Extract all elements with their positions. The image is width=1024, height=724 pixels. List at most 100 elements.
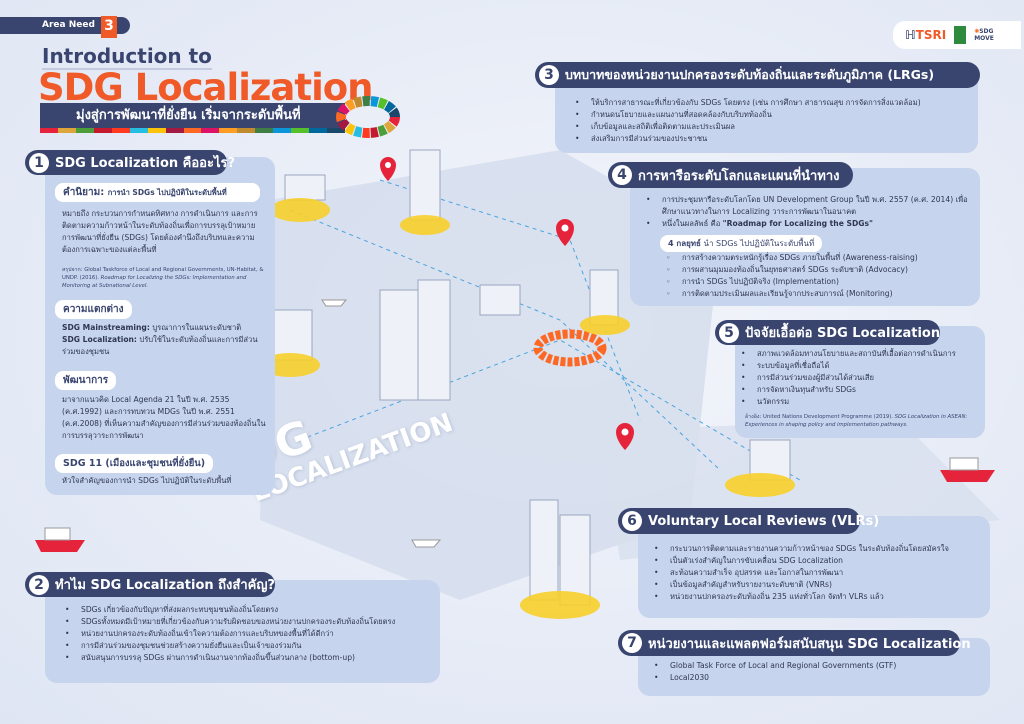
partner-logos: ℍTSRI ✺SDG MOVE [893, 21, 1021, 49]
intro-heading: Introduction to [42, 44, 212, 70]
definition-reference: สรุปจาก: Global Taskforce of Local and R… [62, 266, 267, 290]
development-label: พัฒนาการ [55, 371, 117, 390]
sdg11-label: SDG 11 (เมืองและชุมชนที่ยั่งยืน) [55, 454, 214, 473]
section-1-title: SDG Localization คืออะไร? [55, 156, 236, 171]
list-item: หนึ่งในผลลัพธ์ คือ "Roadmap for Localizi… [640, 218, 975, 230]
area-need-badge: Area Need 3 [0, 16, 130, 38]
map-pin-icon [556, 219, 574, 246]
stripe-segment [129, 128, 148, 133]
section-2-title: ทำไม SDG Localization ถึงสำคัญ? [55, 578, 275, 593]
list-item: เป็นตัวเร่งสำคัญในการขับเคลื่อน SDG Loca… [648, 555, 990, 567]
difference-text: SDG Mainstreaming: บูรณาการในแผนระดับชาต… [62, 322, 267, 358]
building-icon [261, 149, 791, 606]
list-item: SDGsทั้งหมดมีเป้าหมายที่เกี่ยวข้องกับควา… [59, 616, 440, 628]
sdg11-text: หัวใจสำคัญของการนำ SDGs ไปปฏิบัติในระดับ… [62, 476, 232, 485]
list-item: การจัดหาเงินทุนสำหรับ SDGs [735, 384, 985, 396]
section-number: 1 [29, 152, 49, 173]
localization-term: SDG Localization: [62, 335, 137, 344]
section-7-list: Global Task Force of Local and Regional … [648, 660, 990, 684]
area-need-number: 3 [101, 16, 118, 38]
difference-label: ความแตกต่าง [55, 300, 132, 319]
section-5-list: สภาพแวดล้อมทางนโยบายและสถาบันที่เอื้อต่อ… [735, 348, 985, 408]
list-item: กระบวนการติดตามและรายงานความก้าวหน้าของ … [648, 543, 990, 555]
definition-label-text: คำนิยาม: [63, 187, 105, 198]
ref-prefix: อ้างอิง: United Nations Development Prog… [745, 414, 895, 420]
sdg-wheel-icon [336, 96, 400, 138]
section-4-list: การประชุมหารือระดับโลกโดย UN Development… [640, 194, 975, 230]
list-item: การสร้างความตระหนักรู้เรื่อง SDGs ภายในพ… [660, 252, 918, 264]
section-5-title: ปัจจัยเอื้อต่อ SDG Localization [745, 326, 941, 341]
stripe-segment [165, 128, 184, 133]
stripe-segment [309, 128, 327, 133]
sdg-wheel-segment [336, 96, 400, 138]
section-6-list: กระบวนการติดตามและรายงานความก้าวหน้าของ … [648, 543, 990, 603]
page-title: SDG Localization [38, 66, 374, 109]
section-1-header: 1 SDG Localization คืออะไร? [25, 150, 235, 175]
list-item: ส่งเสริมการมีส่วนร่วมของประชาชน [569, 133, 978, 145]
section-number: 3 [539, 65, 559, 85]
page-subtitle: มุ่งสู่การพัฒนาที่ยั่งยืน เริ่มจากระดับพ… [40, 103, 345, 128]
mainstreaming-text: บูรณาการในแผนระดับชาติ [149, 323, 242, 332]
sdg-wheel-segment [336, 96, 400, 138]
map-pin-icon [616, 423, 634, 450]
stripe-segment [273, 128, 292, 133]
sdg-move-logo-text: SDG MOVE [974, 28, 994, 42]
section-number: 7 [622, 633, 642, 653]
tsri-logo: ℍTSRI [905, 28, 947, 42]
section-5-reference: อ้างอิง: United Nations Development Prog… [745, 413, 980, 429]
tsri-logo-text: TSRI [915, 28, 947, 42]
list-item: ระบบข้อมูลที่เชื่อถือได้ [735, 360, 985, 372]
definition-label: คำนิยาม: การนำ SDGs ไปปฏิบัติในระดับพื้น… [55, 183, 260, 202]
ref-title: SDG Localization in ASEAN: Experiences i… [745, 414, 968, 428]
section-1-panel [45, 157, 275, 495]
stripe-segment [40, 128, 58, 133]
development-text: มาจากแนวคิด Local Agenda 21 ในปี พ.ศ. 25… [62, 395, 266, 440]
list-item: สะท้อนความสำเร็จ อุปสรรค และโอกาสในการพั… [648, 567, 990, 579]
partner-logo-icon [954, 26, 967, 44]
section-3-list: ให้บริการสาธารณะที่เกี่ยวข้องกับ SDGs โด… [569, 97, 978, 145]
stripe-segment [147, 128, 166, 133]
boat-icon [321, 299, 348, 307]
list-item: การติดตามประเมินผลและเรียนรู้จากประสบการ… [660, 288, 918, 300]
item-prefix: หนึ่งในผลลัพธ์ คือ [662, 219, 723, 228]
stripe-segment [291, 128, 310, 133]
stripe-segment [93, 128, 112, 133]
list-item: หน่วยงานปกครองระดับท้องถิ่น 235 แห่งทั่ว… [648, 591, 990, 603]
sdg-color-stripe [40, 128, 345, 133]
section-2-panel: SDGs เกี่ยวข้องกับปัญหาที่ส่งผลกระทบชุมช… [45, 580, 440, 683]
list-item: กำหนดนโยบายและแผนงานที่สอดคล้องกับบริบทท… [569, 109, 978, 121]
stripe-segment [219, 128, 238, 133]
list-item: การประชุมหารือระดับโลกโดย UN Development… [640, 194, 975, 218]
sdg-wheel-segment [336, 96, 400, 138]
list-item: นวัตกรรม [735, 396, 985, 408]
roadmap-title: "Roadmap for Localizing the SDGs" [722, 219, 873, 228]
list-item: สนับสนุนการบรรลุ SDGs ผ่านการดำเนินงานจา… [59, 652, 440, 664]
list-item: สภาพแวดล้อมทางนโยบายและสถาบันที่เอื้อต่อ… [735, 348, 985, 360]
section-number: 6 [622, 511, 642, 531]
stripe-segment [183, 128, 202, 133]
stripe-segment [327, 128, 345, 133]
boat-icon [411, 539, 442, 548]
strategies-list: การสร้างความตระหนักรู้เรื่อง SDGs ภายในพ… [660, 252, 918, 300]
sdg-wheel-segment [336, 96, 400, 138]
list-item: Global Task Force of Local and Regional … [648, 660, 990, 672]
list-item: ให้บริการสาธารณะที่เกี่ยวข้องกับ SDGs โด… [569, 97, 978, 109]
ship-icon [940, 457, 995, 482]
stripe-segment [111, 128, 130, 133]
area-need-label: Area Need [42, 20, 95, 30]
strategies-count: 4 กลยุทธ์ [668, 239, 701, 248]
list-item: การนำ SDGs ไปปฏิบัติจริง (Implementation… [660, 276, 918, 288]
stripe-segment [201, 128, 220, 133]
map-pin-icon [380, 157, 396, 181]
section-4-title: การหารือระดับโลกและแผนที่นำทาง [638, 168, 840, 184]
list-item: เป็นข้อมูลสำคัญสำหรับรายงานระดับชาติ (VN… [648, 579, 990, 591]
list-item: หน่วยงานปกครองระดับท้องถิ่นเข้าใจความต้อ… [59, 628, 440, 640]
ref-prefix: สรุปจาก: Global Taskforce of Local and R… [62, 267, 264, 281]
list-item: การมีส่วนร่วมของผู้มีส่วนได้ส่วนเสีย [735, 372, 985, 384]
